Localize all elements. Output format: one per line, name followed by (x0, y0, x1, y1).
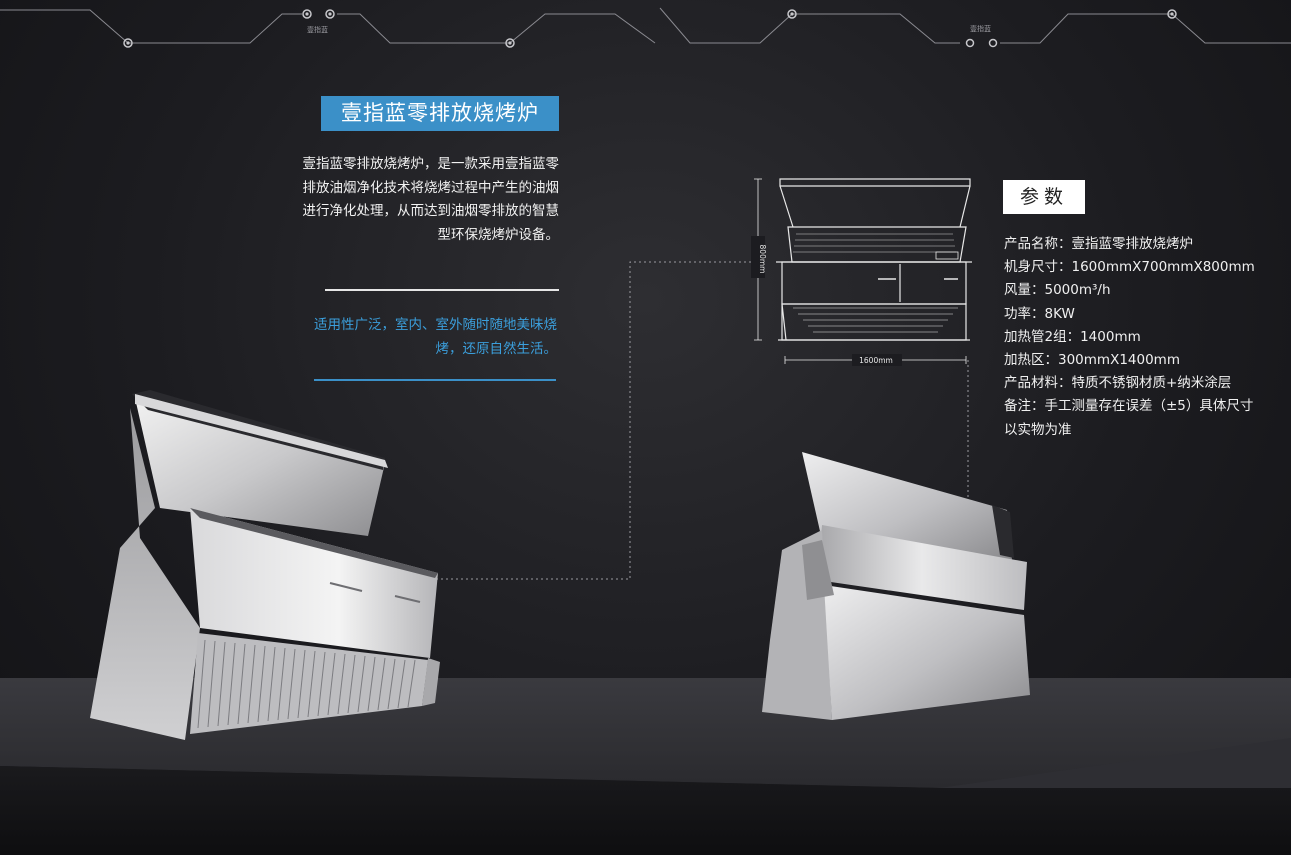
width-dimension-label: 1600mm (859, 356, 893, 365)
spec-item: 功率：8KW (1004, 305, 1075, 322)
product-tagline: 适用性广泛，室内、室外随时随地美味烧烤，还原自然生活。 (314, 317, 557, 357)
spec-item: 风量：5000m³/h (1004, 282, 1111, 299)
product-intro: 壹指蓝零排放烧烤炉，是一款采用壹指蓝零排放油烟净化技术将烧烤过程中产生的油烟进行… (302, 156, 560, 243)
spec-item: 产品材料：特质不锈钢材质+纳米涂层 (1004, 375, 1232, 392)
spec-item: 加热管2组：1400mm (1004, 328, 1141, 345)
brand-mark: 壹指蓝 (307, 25, 328, 34)
spec-item: 机身尺寸：1600mmX700mmX800mm (1004, 259, 1255, 276)
divider-blue (314, 379, 556, 381)
brand-mark: 壹指蓝 (970, 24, 991, 33)
spec-list: 产品名称：壹指蓝零排放烧烤炉 机身尺寸：1600mmX700mmX800mm 风… (1004, 233, 1284, 442)
circuit-decoration: 壹指蓝 壹指蓝 (0, 7, 1291, 48)
grill-product-image-front (90, 390, 440, 740)
spec-item: 加热区：300mmX1400mm (1004, 352, 1180, 369)
spec-item: 备注：手工测量存在误差（±5）具体尺寸以实物为准 (1004, 398, 1254, 438)
product-title: 壹指蓝零排放烧烤炉 (321, 96, 559, 131)
spec-item: 产品名称：壹指蓝零排放烧烤炉 (1004, 236, 1193, 252)
height-dimension-label: 800mm (758, 245, 767, 274)
connector-line (436, 261, 754, 580)
divider (325, 289, 559, 291)
connector-line-right (967, 360, 969, 505)
technical-drawing: 800mm 1600mm (751, 178, 972, 366)
params-heading: 参数 (1003, 180, 1085, 214)
grill-product-image-side (762, 452, 1030, 720)
